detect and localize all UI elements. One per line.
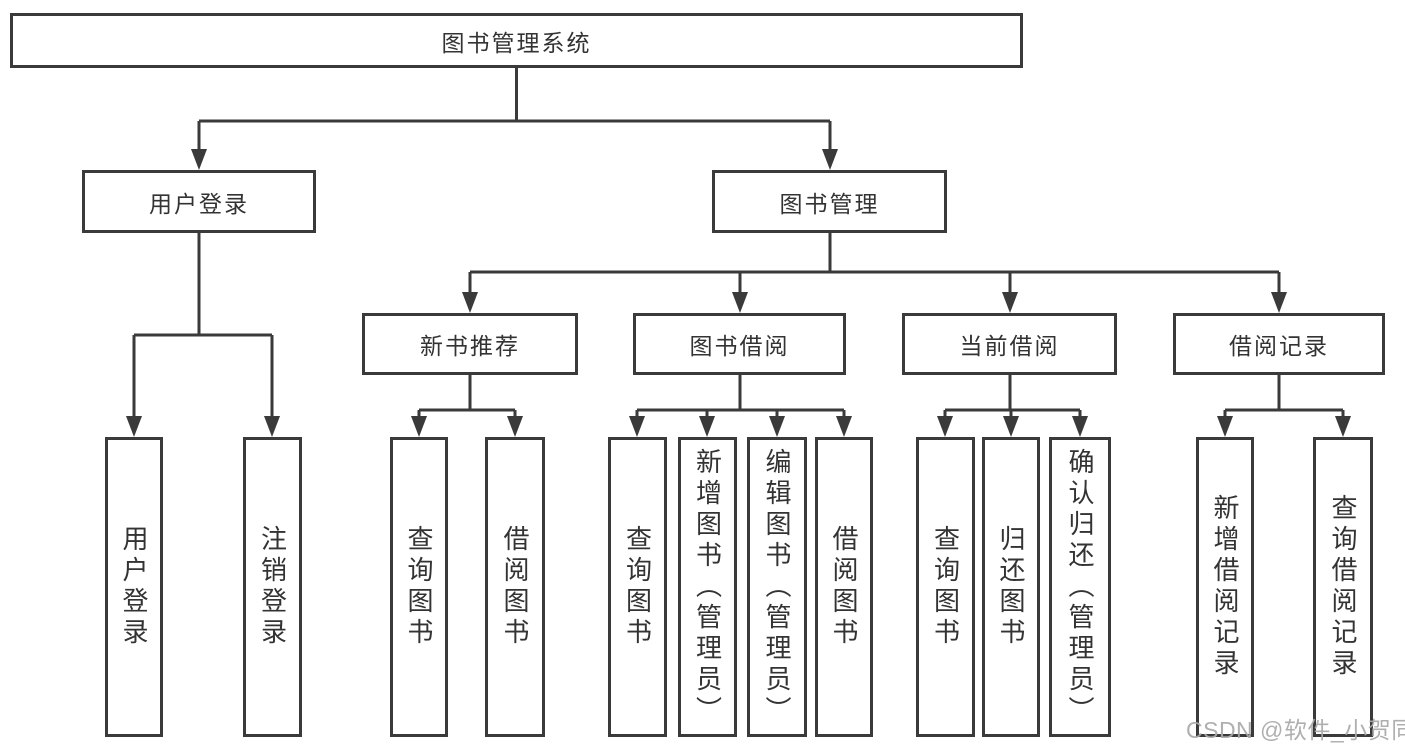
arrow-down-icon (769, 416, 785, 437)
arrow-down-icon (1271, 292, 1287, 313)
csdn-watermark: CSDN @软件_小贺同学 (1186, 717, 1405, 743)
arrow-down-icon (937, 416, 953, 437)
node-label: 新书推荐 (420, 333, 520, 359)
arrow-down-icon (1335, 416, 1351, 437)
connector-book-management (468, 231, 1281, 293)
node-label: 确认归还（管理员） (1065, 447, 1095, 727)
leaf-borrow-books: 借阅图书 (815, 437, 873, 737)
node-label: 图书管理 (779, 190, 880, 217)
arrow-down-icon (264, 416, 280, 437)
node-label: 查询借阅记录 (1328, 494, 1358, 680)
node-label: 注销登录 (257, 525, 288, 649)
node-label: 新增图书（管理员） (692, 447, 723, 727)
node-label: 借阅图书 (500, 525, 530, 649)
node-label: 图书管理系统 (441, 29, 592, 56)
node-user-login: 用户登录 (82, 170, 316, 233)
leaf-confirm-return-admin: 确认归还（管理员） (1049, 437, 1111, 737)
node-label: 用户登录 (119, 525, 149, 649)
node-current-borrowing: 当前借阅 (902, 313, 1117, 375)
arrow-down-icon (822, 149, 838, 170)
leaf-add-borrow-record: 新增借阅记录 (1196, 437, 1254, 737)
arrow-down-icon (1072, 416, 1088, 437)
arrow-down-icon (507, 416, 523, 437)
leaf-query-books-recommendation: 查询图书 (390, 437, 448, 737)
leaf-edit-book-admin: 编辑图书（管理员） (747, 437, 807, 737)
node-book-borrowing: 图书借阅 (633, 313, 846, 375)
arrow-down-icon (191, 149, 207, 170)
leaf-add-book-admin: 新增图书（管理员） (678, 437, 737, 737)
node-new-book-recommendation: 新书推荐 (362, 313, 578, 375)
node-label: 借阅图书 (829, 525, 859, 649)
connector-current-borrowing (943, 374, 1082, 417)
node-label: 查询图书 (404, 525, 434, 649)
arrow-down-icon (411, 416, 427, 437)
node-label: 借阅记录 (1229, 333, 1329, 359)
arrow-down-icon (699, 416, 715, 437)
node-book-management: 图书管理 (712, 170, 947, 233)
arrow-down-icon (1217, 416, 1233, 437)
node-label: 新增借阅记录 (1210, 494, 1240, 680)
connector-book-borrowing (635, 374, 846, 417)
leaf-query-borrow-record: 查询借阅记录 (1313, 437, 1373, 737)
node-label: 当前借阅 (959, 333, 1060, 359)
node-label: 用户登录 (149, 190, 249, 217)
leaf-query-books-current: 查询图书 (916, 437, 975, 737)
leaf-logout: 注销登录 (243, 437, 302, 737)
node-label: 查询图书 (622, 525, 653, 649)
arrow-down-icon (629, 416, 645, 437)
arrow-down-icon (836, 416, 852, 437)
connector-user-login (132, 231, 274, 417)
node-label: 图书借阅 (689, 333, 790, 359)
connector-borrowing-records (1223, 374, 1345, 417)
connector-root (197, 67, 832, 150)
arrow-down-icon (1002, 292, 1018, 313)
node-system-root: 图书管理系统 (10, 13, 1023, 68)
node-label: 归还图书 (996, 525, 1026, 649)
connector-new-book-recommendation (417, 374, 517, 417)
arrow-down-icon (462, 292, 478, 313)
leaf-borrow-books-recommendation: 借阅图书 (485, 437, 545, 737)
leaf-query-books-borrowing: 查询图书 (608, 437, 667, 737)
node-label: 查询图书 (930, 525, 961, 649)
arrow-down-icon (126, 416, 142, 437)
leaf-user-login: 用户登录 (105, 437, 163, 737)
arrow-down-icon (1003, 416, 1019, 437)
leaf-return-books: 归还图书 (982, 437, 1040, 737)
node-label: 编辑图书（管理员） (762, 447, 792, 727)
node-borrowing-records: 借阅记录 (1173, 313, 1385, 375)
arrow-down-icon (732, 292, 748, 313)
